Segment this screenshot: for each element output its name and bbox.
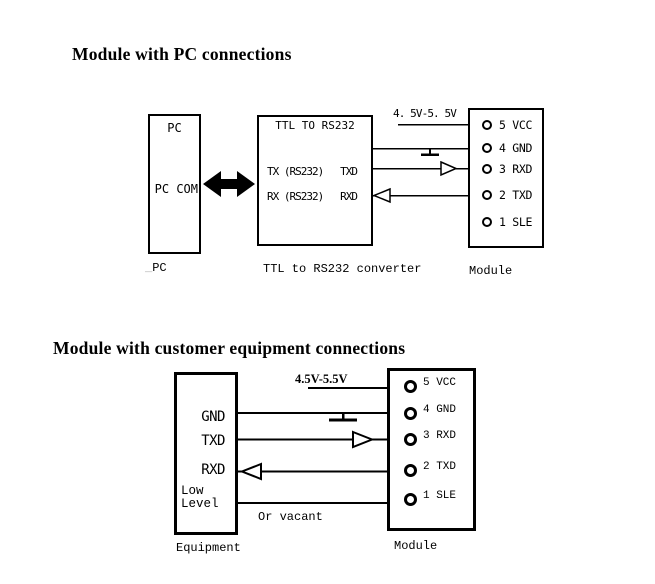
pin-circle-icon <box>482 143 492 153</box>
section-title-equipment: Module with customer equipment connectio… <box>53 338 406 358</box>
pin-circle-icon <box>404 464 417 477</box>
equipment-rxd-label: RXD <box>201 462 225 478</box>
converter-row-rx: RX (RS232) RXD <box>267 190 358 203</box>
equipment-gnd-label: GND <box>201 409 225 425</box>
pin-circle-icon <box>482 190 492 200</box>
pin-row: 5 VCC <box>404 376 457 393</box>
pin-row: 2 TXD <box>404 460 457 477</box>
pin-row: 3 RXD <box>482 162 532 176</box>
converter-title: TTL TO RS232 <box>275 119 355 132</box>
pin-label: 3 RXD <box>499 162 533 176</box>
pin-label: 4 GND <box>499 141 533 155</box>
pin-label: 1 SLE <box>423 489 457 502</box>
pin-circle-icon <box>482 120 492 130</box>
pin-circle-icon <box>482 217 492 227</box>
voltage-label-top: 4. 5V-5. 5V <box>393 107 457 120</box>
pc-box-label: PC <box>167 121 182 135</box>
arrow-left-icon <box>239 462 262 481</box>
converter-tx-label: TX (RS232) <box>267 165 324 178</box>
pin-row: 5 VCC <box>482 118 532 132</box>
or-vacant-label: Or vacant <box>258 510 323 524</box>
pin-row: 2 TXD <box>482 188 532 202</box>
converter-caption: TTL to RS232 converter <box>263 262 422 276</box>
caption-dash: _ <box>145 261 153 275</box>
pin-label: 2 TXD <box>499 188 533 202</box>
pin-circle-icon <box>404 407 417 420</box>
pin-label: 5 VCC <box>499 118 533 132</box>
converter-rxd-label: RXD <box>340 190 358 203</box>
pc-com-port-label: PC COM <box>154 182 198 196</box>
pin-label: 3 RXD <box>423 429 457 442</box>
pin-label: 4 GND <box>423 403 457 416</box>
pin-row: 3 RXD <box>404 429 457 446</box>
module-caption-top: Module <box>469 264 513 278</box>
pc-caption-text: PC <box>152 261 167 275</box>
voltage-label-bottom: 4.5V-5.5V <box>295 372 348 386</box>
converter-box: TTL TO RS232 TX (RS232) TXD RX (RS232) R… <box>257 115 373 246</box>
bidirectional-arrow-icon <box>203 171 255 197</box>
equipment-txd-label: TXD <box>201 433 225 449</box>
equipment-box: GND TXD RXD Low Level <box>174 372 238 535</box>
pin-circle-icon <box>404 380 417 393</box>
equipment-note-line2: Level <box>181 497 219 511</box>
arrow-left-icon <box>372 187 391 204</box>
module-caption-bottom: Module <box>394 539 438 553</box>
pin-row: 1 SLE <box>404 489 457 506</box>
pin-label: 2 TXD <box>423 460 457 473</box>
pin-row: 4 GND <box>482 141 532 155</box>
module-box-bottom: 5 VCC 4 GND 3 RXD 2 TXD 1 SLE <box>387 368 476 531</box>
equipment-caption: Equipment <box>176 541 241 555</box>
pc-box-caption: _PC <box>145 261 167 275</box>
pin-row: 1 SLE <box>482 215 532 229</box>
pin-label: 5 VCC <box>423 376 457 389</box>
converter-txd-label: TXD <box>340 165 358 178</box>
arrow-right-icon <box>440 160 458 177</box>
pin-circle-icon <box>482 164 492 174</box>
equipment-note-line1: Low <box>181 484 204 498</box>
pc-box: PC PC COM <box>148 114 201 254</box>
pin-circle-icon <box>404 433 417 446</box>
converter-rx-label: RX (RS232) <box>267 190 324 203</box>
arrow-right-icon <box>352 430 375 449</box>
pin-row: 4 GND <box>404 403 457 420</box>
module-box-top: 5 VCC 4 GND 3 RXD 2 TXD 1 SLE <box>468 108 544 248</box>
section-title-pc: Module with PC connections <box>72 44 292 64</box>
pin-label: 1 SLE <box>499 215 533 229</box>
converter-row-tx: TX (RS232) TXD <box>267 165 358 178</box>
pin-circle-icon <box>404 493 417 506</box>
